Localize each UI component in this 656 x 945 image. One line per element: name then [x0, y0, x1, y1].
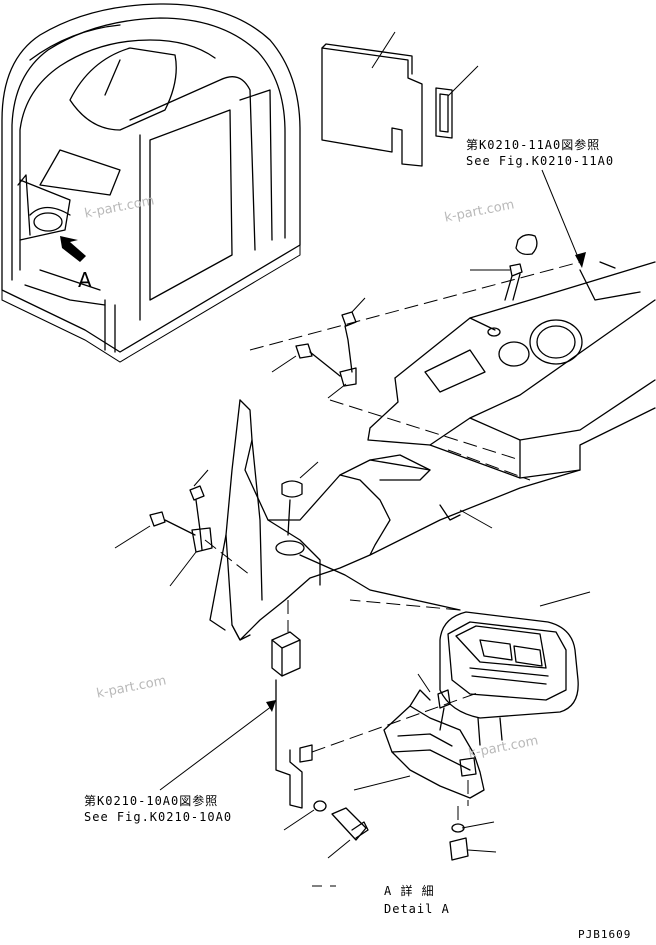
grommet	[435, 65, 479, 139]
relay-box	[271, 600, 301, 677]
ref-top-jp: 第K0210-11A0図参照	[466, 138, 601, 152]
detail-a-bracket	[353, 673, 497, 861]
cab-overview	[1, 3, 301, 363]
right-console	[249, 261, 656, 481]
ref-bottom-jp: 第K0210-10A0図参照	[84, 794, 219, 808]
detail-title-en: Detail A	[384, 902, 450, 916]
cap-screw	[470, 234, 538, 337]
view-letter: A	[78, 268, 92, 292]
detail-a-monitor	[349, 591, 591, 746]
bracket-bolt	[159, 679, 481, 859]
cover-plate	[321, 31, 423, 167]
reference-leader-top	[541, 169, 581, 263]
detail-title-jp: A 詳 細	[384, 884, 435, 898]
clips-center	[271, 297, 366, 399]
ref-bottom-en: See Fig.K0210-10A0	[84, 810, 233, 824]
drawing-code: PJB1609	[578, 928, 632, 941]
clips-left	[114, 469, 251, 587]
left-console	[209, 399, 581, 641]
ref-top-en: See Fig.K0210-11A0	[466, 154, 615, 168]
